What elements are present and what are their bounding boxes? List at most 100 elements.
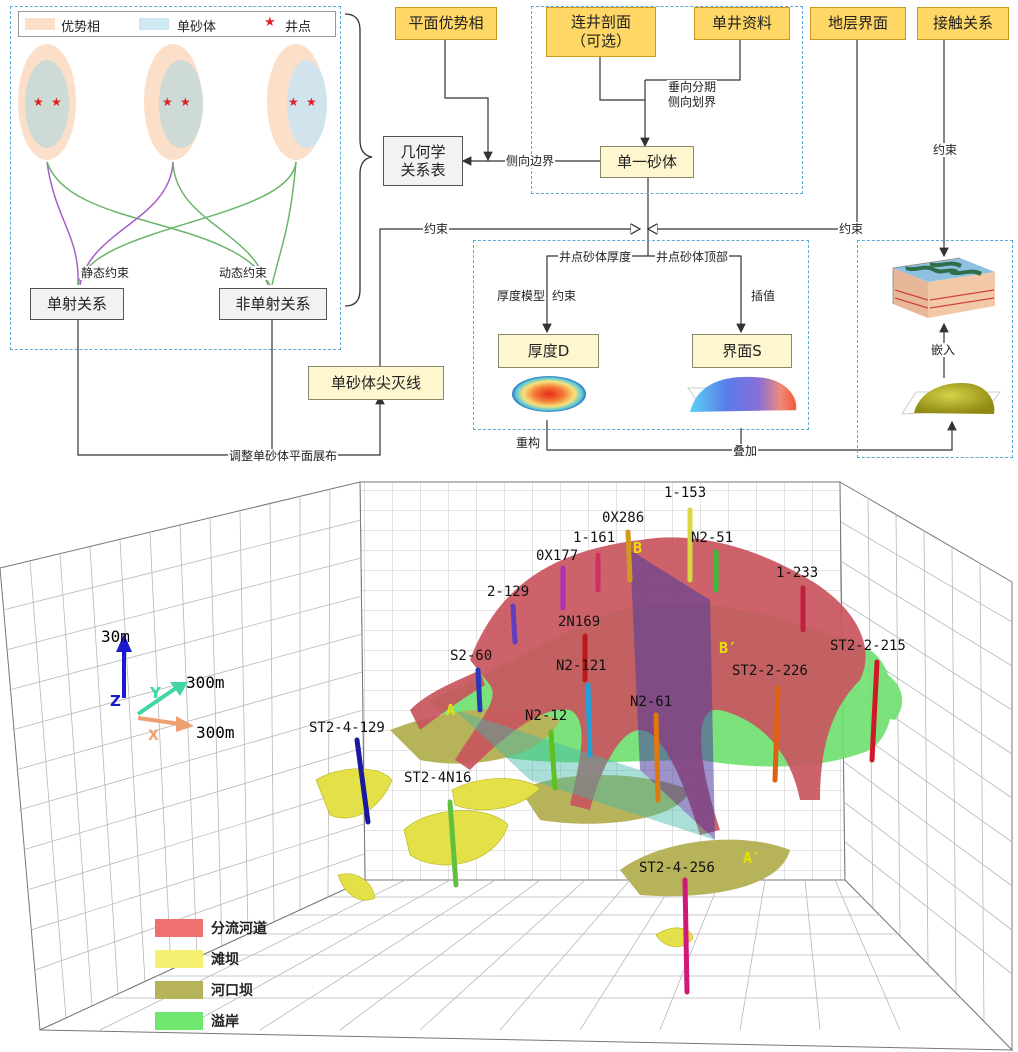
static-constraint-label: 静态约束 [80, 266, 131, 281]
thickness-d-text: 厚度D [527, 342, 570, 360]
well-label: ST2-4-129 [309, 720, 385, 736]
geometry-table-line1: 几何学 [400, 143, 446, 161]
well-stick [869, 659, 880, 763]
cross-well-profile-note: （可选） [570, 32, 631, 50]
well-stick [585, 682, 593, 758]
channel-swatch [155, 919, 203, 937]
plane-dominant-facies-text: 平面优势相 [408, 14, 484, 33]
well-stick [510, 603, 518, 645]
overbank-legend-label: 溢岸 [211, 1014, 239, 1030]
thickness-map [512, 376, 586, 412]
legend-mouth-bar: 河口坝 [155, 979, 295, 1001]
y-axis-label: Y [149, 684, 162, 702]
well-stick [354, 737, 371, 825]
constraint-model-label: 约束 [552, 289, 577, 303]
adjust-layout-label: 调整单砂体平面展布 [228, 449, 339, 464]
well-label: N2-12 [525, 708, 567, 724]
single-shot-relation-box: 单射关系 [30, 288, 124, 320]
legend-channel: 分流河道 [155, 917, 295, 939]
svg-text:★: ★ [33, 95, 44, 109]
constraint-left-label: 约束 [423, 222, 450, 237]
mouth-bar-legend-label: 河口坝 [211, 983, 253, 999]
well-stick [682, 877, 690, 995]
sand-swatch [139, 18, 169, 30]
plane-dominant-facies-box: 平面优势相 [395, 7, 497, 40]
reconstruct-label: 重构 [516, 436, 541, 450]
well-label: 1-153 [664, 485, 706, 501]
well-label: S2-60 [450, 648, 492, 664]
well-stick [548, 729, 558, 791]
well-stick [772, 685, 781, 783]
contact-relation-box: 接触关系 [917, 7, 1009, 40]
strata-interface-text: 地层界面 [827, 14, 888, 33]
vertical-staging-label: 垂向分期 [667, 80, 718, 95]
facies-ovals [18, 44, 327, 160]
svg-text:★: ★ [162, 95, 173, 109]
star-icon: ★ [264, 15, 276, 30]
lateral-division-label: 侧向划界 [667, 95, 718, 110]
left-wall [0, 481, 366, 1031]
sand-block-3d [892, 257, 995, 318]
legend-bar: 滩坝 [155, 948, 295, 970]
well-label: ST2-2-215 [830, 638, 906, 654]
flowchart-lines: ★ ★ ★ ★ ★ ★ [18, 13, 1002, 456]
bar-legend-label: 滩坝 [211, 952, 239, 968]
non-single-shot-relation-box: 非单射关系 [219, 288, 327, 320]
well-label: ST2-4-256 [639, 860, 715, 876]
bar-swatch [155, 950, 203, 968]
brace [344, 13, 373, 307]
section-marker-b-prime: B′ [719, 639, 737, 657]
strata-interface-box: 地层界面 [810, 7, 906, 40]
sandbody-panel [531, 6, 803, 194]
single-shot-relation-text: 单射关系 [46, 295, 107, 313]
bar-bodies [315, 768, 694, 947]
well-stick [475, 667, 483, 713]
sand-dome [901, 383, 1002, 415]
well-label: ST2-2-226 [732, 663, 808, 679]
floor [39, 879, 1014, 1051]
well-label: 2-129 [487, 584, 529, 600]
geometry-table-box: 几何学 关系表 [383, 136, 463, 186]
svg-text:★: ★ [288, 95, 299, 109]
sandbody-3d-model: 1-153 0X286 1-161 N2-51 0X177 1-233 2-12… [0, 481, 1014, 1052]
non-single-shot-relation-text: 非单射关系 [235, 295, 311, 313]
top-legend: 优势相 单砂体 ★ 井点 [18, 11, 336, 37]
modeling-panel [473, 240, 809, 430]
well-label: ST2-4N16 [404, 770, 471, 786]
axis-triad: 30m Z Y 300m X 300m [101, 627, 235, 744]
well-sand-thickness-label: 井点砂体厚度 [558, 250, 633, 265]
well-label: 0X286 [602, 510, 644, 526]
mouth-bar-swatch [155, 981, 203, 999]
section-plane-aa [455, 710, 715, 840]
well-label: 1-233 [776, 565, 818, 581]
single-sandbody-text: 单一砂体 [616, 153, 677, 171]
overbank-swatch [155, 1012, 203, 1030]
thickness-model-label: 厚度模型 [497, 289, 546, 303]
single-well-data-text: 单井资料 [711, 14, 772, 33]
svg-text:★: ★ [306, 95, 317, 109]
facies-legend-label: 优势相 [61, 20, 101, 35]
interface-surface [687, 376, 797, 412]
section-marker-b: B [633, 539, 642, 557]
x-axis-label: X [148, 728, 159, 744]
well-labels: 1-153 0X286 1-161 N2-51 0X177 1-233 2-12… [309, 485, 906, 876]
lateral-boundary-label: 侧向边界 [505, 154, 556, 169]
pinchout-line-box: 单砂体尖灭线 [308, 366, 444, 400]
superimpose-label: 叠加 [732, 444, 759, 459]
well-label: N2-121 [556, 658, 607, 674]
z-axis-label: Z [110, 692, 121, 710]
facies-swatch [25, 18, 55, 30]
well-stick [447, 799, 459, 888]
y-scale-label: 300m [186, 673, 225, 692]
pinchout-line-text: 单砂体尖灭线 [330, 374, 421, 392]
single-well-data-box: 单井资料 [694, 7, 790, 40]
channel-legend-label: 分流河道 [211, 921, 267, 937]
section-marker-a: A [446, 701, 455, 719]
sand-legend-label: 单砂体 [177, 20, 217, 35]
svg-text:★: ★ [51, 95, 62, 109]
section-marker-a-prime: A′ [743, 849, 761, 867]
cross-well-profile-text: 连井剖面 [570, 13, 631, 32]
cross-well-profile-box: 连井剖面 （可选） [546, 7, 656, 57]
well-sticks [354, 507, 880, 995]
interface-s-box: 界面S [692, 334, 792, 368]
